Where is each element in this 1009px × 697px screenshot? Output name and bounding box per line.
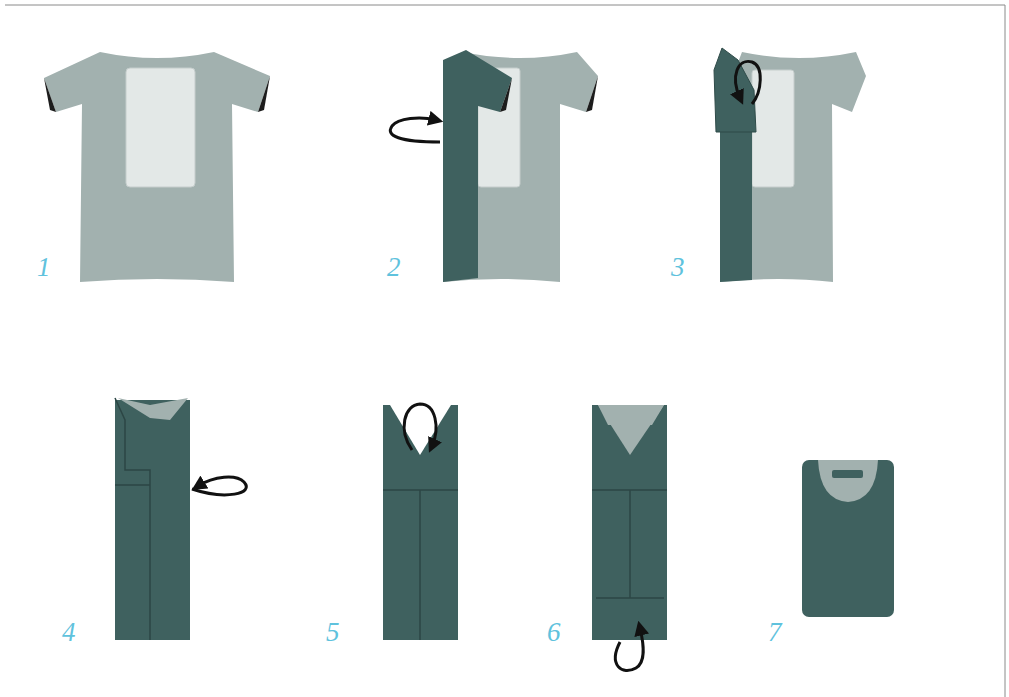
fold-line (419, 490, 421, 640)
shirt-step-3 (714, 48, 866, 282)
shirt-tag (832, 470, 863, 478)
fold-arrow (736, 61, 761, 104)
shirt-step-4 (115, 398, 246, 640)
shirt-body (44, 52, 270, 282)
collar-gap (390, 405, 451, 455)
fold-arrow (192, 477, 246, 495)
sleeve-edge (258, 76, 270, 112)
sleeve-edge (586, 76, 598, 112)
shirt-step-5 (383, 404, 458, 640)
step-number: 7 (768, 619, 782, 646)
fold-line (629, 490, 631, 598)
fold-line (115, 398, 150, 640)
shirt-step-1 (44, 52, 270, 282)
fold-arrow (390, 118, 440, 142)
shirt-step-6 (592, 405, 667, 671)
fold-line (115, 484, 150, 486)
fold-arrow (404, 404, 436, 450)
folded-shirt (592, 405, 667, 640)
frame-border (5, 5, 1005, 697)
step-number: 6 (547, 619, 561, 646)
collar (598, 405, 664, 455)
step-number: 1 (37, 254, 51, 281)
sleeve-edge (44, 78, 56, 112)
folded-shirt (115, 400, 190, 640)
sleeve-edge (500, 78, 512, 112)
step-number: 3 (671, 254, 685, 281)
step-number: 5 (326, 619, 340, 646)
folding-board (126, 68, 195, 187)
folded-side (443, 50, 512, 282)
folded-shirt (802, 460, 894, 617)
collar (118, 398, 188, 420)
shirt-step-7 (802, 460, 894, 617)
folded-shirt (383, 405, 458, 640)
collar (598, 405, 664, 425)
collar (818, 460, 878, 502)
fold-line (596, 597, 664, 599)
fold-arrow (615, 628, 643, 671)
step-number: 2 (387, 254, 401, 281)
shirt-step-2 (390, 50, 598, 282)
step-number: 4 (62, 619, 76, 646)
